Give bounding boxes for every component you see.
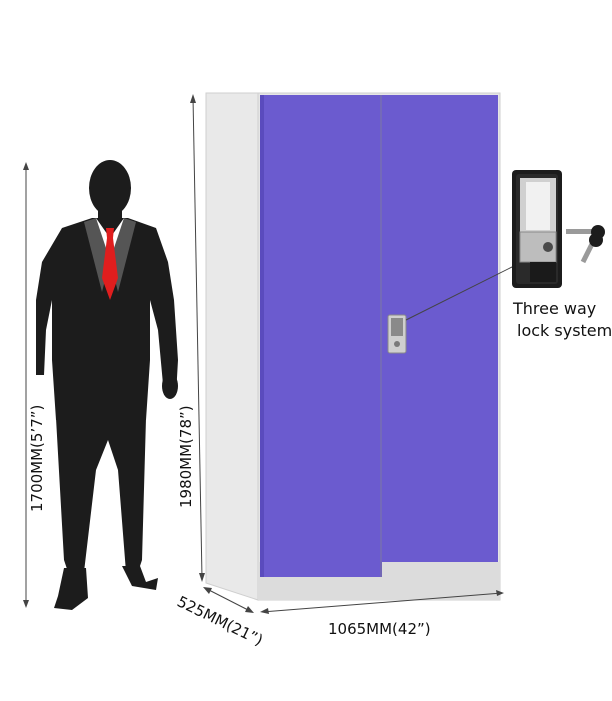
cabinet-left-door <box>260 95 380 577</box>
cabinet <box>205 92 501 601</box>
cabinet-width-dimension: 1065MM(42”) <box>260 590 504 638</box>
cabinet-height-dimension: 1980MM(78”) <box>177 94 205 582</box>
person-height-dimension: 1700MM(5’7”) <box>23 162 46 608</box>
cabinet-depth-label: 525MM(21”) <box>174 592 266 649</box>
cabinet-handle <box>387 314 407 354</box>
cabinet-width-label: 1065MM(42”) <box>328 620 431 638</box>
person-silhouette-icon <box>36 160 178 610</box>
lock-label-line1: Three way <box>512 299 596 318</box>
person-height-label: 1700MM(5’7”) <box>28 405 46 512</box>
lock-icon <box>512 170 562 288</box>
cabinet-height-label: 1980MM(78”) <box>177 405 195 508</box>
lock-label-line2: lock system <box>517 321 612 340</box>
keys-icon <box>566 225 605 264</box>
lock-detail: Three way lock system <box>405 170 612 340</box>
